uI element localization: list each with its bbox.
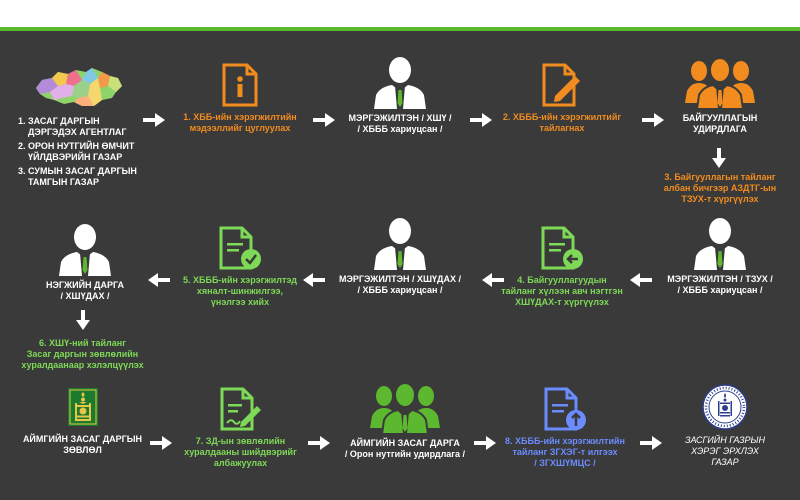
signature-document-icon: [220, 387, 261, 431]
person-icon: [694, 218, 746, 270]
council-line-a: АЙМГИЙН ЗАСАГ ДАРГЫН: [22, 434, 143, 444]
general-manager-line-b: / ХШҮДАХ /: [60, 291, 110, 301]
step-5-line-a: 5. ХБББ-ийн хэрэгжилтэд: [183, 275, 297, 285]
general-manager-node: НЭГЖИЙН ДАРГА / ХШҮДАХ /: [25, 222, 145, 302]
step-1-line-b: мэдээллийг цуглуулах: [189, 123, 291, 133]
step-4-node: 4. Байгууллагуудын тайланг хүлээн авч нэ…: [492, 225, 632, 308]
specialist-2-line-b: / ХБББ хариуцсан /: [357, 285, 443, 295]
step-2-node: 2. ХБББ-ийн хэрэгжилтийг тайлагнах: [492, 62, 632, 134]
step-4-line-a: 4. Байгууллагуудын: [517, 275, 607, 285]
person-icon: [374, 57, 426, 109]
council-line-b: ЗӨВЛӨЛ: [63, 445, 102, 455]
arrow-right-3: [470, 113, 492, 127]
mongolia-map-icon: [36, 68, 122, 106]
arrow-right-6: [308, 436, 330, 450]
arrow-right-7: [474, 436, 496, 450]
step-5-line-b: хяналт-шинжилгээ,: [196, 286, 284, 296]
org-management-line-a: БАЙГУУЛЛАГЫН: [682, 113, 758, 123]
step-6-line-b: Засаг даргын зөвлөлийн: [26, 349, 139, 359]
arrow-left-2: [482, 273, 504, 287]
cabinet-seal-icon: [702, 384, 748, 430]
specialist-3-node: МЭРГЭЖИЛТЭН / ТЗУХ / / ХБББ хариуцсан /: [660, 216, 780, 296]
group-icon: [685, 57, 755, 109]
arrow-document-icon: [541, 226, 583, 270]
general-manager-line-a: НЭГЖИЙН ДАРГА: [45, 280, 125, 290]
step-5-node: 5. ХБББ-ийн хэрэгжилтэд хяналт-шинжилгээ…: [170, 225, 310, 308]
step-6-line-a: 6. ХШҮ-ний тайланг: [39, 338, 126, 348]
agency-1-line-a: 1. ЗАСАГ ДАРГЫН: [18, 116, 100, 126]
step-2-line-b: тайлагнах: [539, 123, 585, 133]
agency-1-line-b: ДЭРГЭДЭХ АГЕНТЛАГ: [28, 127, 127, 137]
cabinet-line-b: ХЭРЭГ ЭРХЛЭХ: [691, 446, 759, 456]
person-icon: [374, 218, 426, 270]
step-8-line-b: тайланг ЗГХЭГ-т илгээх: [512, 447, 618, 457]
step-2-line-a: 2. ХБББ-ийн хэрэгжилтийг: [502, 112, 622, 122]
cabinet-line-c: ГАЗАР: [711, 457, 739, 467]
arrow-right-1: [143, 113, 165, 127]
accent-line: [0, 27, 800, 31]
step-4-line-c: ХШҮДАХ-т хүргүүлэх: [515, 297, 609, 307]
check-document-icon: [219, 226, 261, 270]
step-4-line-b: тайланг хүлээн авч нэгтгэн: [501, 286, 623, 296]
step-8-node: 8. ХБББ-ийн хэрэгжилтийн тайланг ЗГХЭГ-т…: [495, 386, 635, 469]
agencies-node: 1. ЗАСАГ ДАРГЫН ДЭРГЭДЭХ АГЕНТЛАГ 2. ОРО…: [18, 66, 143, 188]
org-management-node: БАЙГУУЛЛАГЫН УДИРДЛАГА: [670, 55, 770, 135]
arrow-down-2: [76, 310, 90, 330]
specialist-1-line-a: МЭРГЭЖИЛТЭН / ХШҮ /: [348, 113, 452, 123]
info-document-icon: [222, 63, 258, 107]
specialist-2-node: МЭРГЭЖИЛТЭН / ХШҮДАХ / / ХБББ хариуцсан …: [325, 216, 475, 296]
arrow-down-1: [712, 148, 726, 168]
cabinet-node: ЗАСГИЙН ГАЗРЫН ХЭРЭГ ЭРХЛЭХ ГАЗАР: [670, 383, 780, 468]
specialist-2-line-a: МЭРГЭЖИЛТЭН / ХШҮДАХ /: [339, 274, 461, 284]
person-icon: [59, 224, 111, 276]
top-bar: [0, 0, 800, 27]
arrow-left-1: [630, 273, 652, 287]
agency-2-line-a: 2. ОРОН НУТГИЙН ӨМЧИТ: [18, 141, 135, 151]
step-6-line-c: хуралдаанаар хэлэлцүүлэх: [21, 360, 144, 370]
arrow-right-4: [642, 113, 664, 127]
governor-node: АЙМГИЙН ЗАСАГ ДАРГА / Орон нутгийн удирд…: [335, 380, 475, 460]
upload-document-icon: [544, 387, 586, 431]
arrow-left-4: [148, 273, 170, 287]
agency-3-line-a: 3. СУМЫН ЗАСАГ ДАРГЫН: [18, 166, 137, 176]
soyombo-emblem-icon: [67, 388, 98, 426]
council-node: АЙМГИЙН ЗАСАГ ДАРГЫН ЗӨВЛӨЛ: [15, 388, 150, 456]
step-5-line-c: үнэлгээ хийх: [210, 297, 270, 307]
step-8-line-c: / ЗГХШҮМЦС /: [534, 458, 596, 468]
org-management-line-b: УДИРДЛАГА: [693, 124, 747, 134]
arrow-right-5: [150, 436, 172, 450]
arrow-left-3: [303, 273, 325, 287]
step-3-line-a: 3. Байгууллагын тайланг: [664, 172, 776, 182]
governor-line-b: / Орон нутгийн удирдлага /: [344, 449, 466, 459]
step-8-line-a: 8. ХБББ-ийн хэрэгжилтийн: [505, 436, 625, 446]
step-1-line-a: 1. ХББ-ийн хэрэгжилтийн: [183, 112, 297, 122]
step-1-node: 1. ХББ-ийн хэрэгжилтийн мэдээллийг цуглу…: [170, 62, 310, 134]
step-6-node: 6. ХШҮ-ний тайланг Засаг даргын зөвлөлий…: [15, 338, 150, 371]
specialist-3-line-a: МЭРГЭЖИЛТЭН / ТЗУХ /: [667, 274, 773, 284]
governor-line-a: АЙМГИЙН ЗАСАГ ДАРГА: [350, 438, 460, 448]
group-icon: [370, 382, 440, 434]
step-7-line-c: албажуулах: [213, 458, 268, 468]
step-7-line-b: хуралдааны шийдвэрийг: [184, 447, 297, 457]
step-3-line-c: ТЗУХ-т хүргүүлэх: [681, 194, 759, 204]
step-7-line-a: 7. ЗД-ын зөвлөлийн: [195, 436, 286, 446]
step-3-node: 3. Байгууллагын тайланг албан бичгээр АЗ…: [655, 172, 785, 205]
arrow-right-8: [640, 436, 662, 450]
step-7-node: 7. ЗД-ын зөвлөлийн хуралдааны шийдвэрийг…: [178, 386, 303, 469]
specialist-1-node: МЭРГЭЖИЛТЭН / ХШҮ / / ХБББ хариуцсан /: [340, 55, 460, 135]
arrow-right-2: [313, 113, 335, 127]
specialist-3-line-b: / ХБББ хариуцсан /: [677, 285, 763, 295]
cabinet-line-a: ЗАСГИЙН ГАЗРЫН: [684, 435, 766, 445]
agency-2-line-b: ҮЙЛДВЭРИЙН ГАЗАР: [28, 152, 123, 162]
edit-document-icon: [542, 63, 580, 107]
step-3-line-b: албан бичгээр АЗДТГ-ын: [663, 183, 777, 193]
specialist-1-line-b: / ХБББ хариуцсан /: [357, 124, 443, 134]
agency-3-line-b: ТАМГЫН ГАЗАР: [28, 177, 100, 187]
